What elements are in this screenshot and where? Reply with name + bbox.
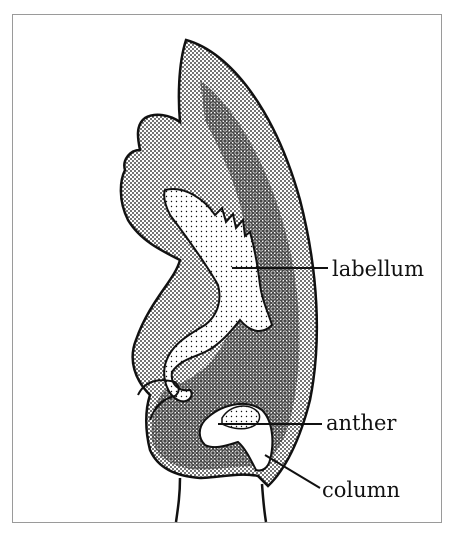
stem-right xyxy=(262,484,266,522)
anther-label: anther xyxy=(326,413,396,434)
stem-left xyxy=(176,478,180,522)
column-label: column xyxy=(322,480,400,501)
labellum-label: labellum xyxy=(332,259,424,280)
